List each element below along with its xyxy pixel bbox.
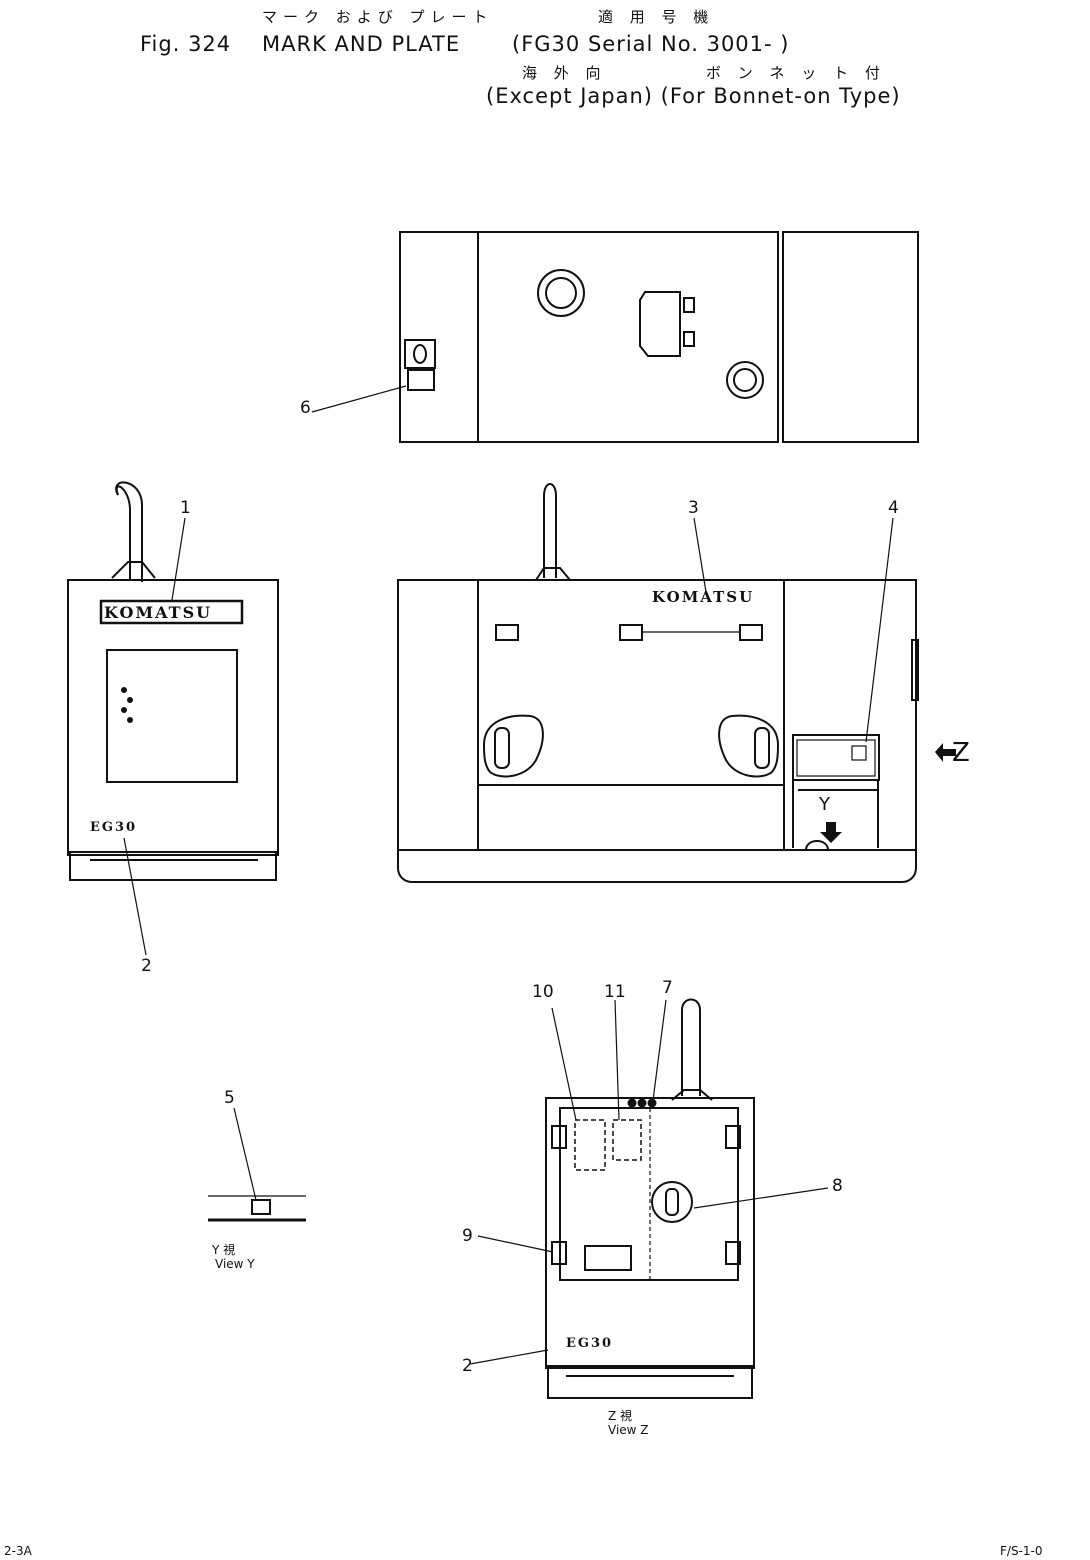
view-y-detail	[208, 1195, 306, 1222]
callout-2-rear: 2	[462, 1356, 473, 1376]
footer-left-code: 2-3A	[4, 1544, 32, 1558]
callout-10: 10	[532, 982, 554, 1002]
view-z-caption-jp: Z 視	[608, 1409, 633, 1423]
view-z-arrow-label: Z	[952, 738, 970, 768]
header-note: (Except Japan) (For Bonnet-on Type)	[486, 84, 901, 108]
callout-7: 7	[662, 978, 673, 998]
figure-title: MARK AND PLATE	[262, 32, 461, 56]
callout-5: 5	[224, 1088, 235, 1108]
model-plate-front: EG30	[90, 820, 138, 835]
callout-3: 3	[688, 498, 699, 518]
view-y-caption: View Y	[215, 1257, 255, 1271]
callout-9: 9	[462, 1226, 473, 1246]
side-view	[397, 483, 919, 883]
rear-view-z	[545, 998, 755, 1399]
leader-lines	[123, 385, 894, 1365]
callout-11: 11	[604, 982, 626, 1002]
serial-range: (FG30 Serial No. 3001- )	[512, 32, 790, 56]
view-y-caption-jp: Y 視	[212, 1243, 236, 1257]
callout-4: 4	[888, 498, 899, 518]
front-view	[67, 481, 279, 881]
komatsu-front-plate: KOMATSU	[104, 603, 213, 622]
callout-1: 1	[180, 498, 191, 518]
callout-8: 8	[832, 1176, 843, 1196]
callout-6: 6	[300, 398, 311, 418]
model-plate-rear: EG30	[566, 1336, 614, 1351]
footer-right-code: F/S-1-0	[1000, 1544, 1043, 1558]
header-japanese-title: マーク および プレート	[262, 8, 494, 26]
top-view	[399, 231, 919, 443]
view-y-arrow-label: Y	[819, 794, 830, 815]
header-japanese-applicable: 適 用 号 機	[598, 8, 715, 26]
figure-number: Fig. 324	[140, 32, 232, 56]
callout-2: 2	[141, 956, 152, 976]
komatsu-side-plate: KOMATSU	[652, 588, 755, 606]
header-japanese-bonnet: ボ ン ネ ッ ト 付	[706, 64, 886, 82]
header-japanese-export: 海 外 向	[522, 64, 607, 82]
view-z-caption: View Z	[608, 1423, 649, 1437]
